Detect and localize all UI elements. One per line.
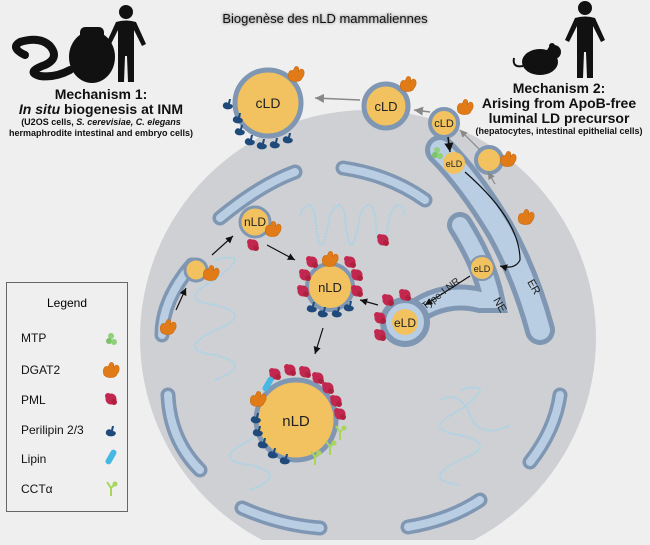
legend-item-dgat2: DGAT2 bbox=[21, 363, 60, 377]
svg-text:eLD: eLD bbox=[474, 264, 491, 274]
lipin-icon bbox=[104, 448, 118, 466]
mechanism-1-sub-line2: hermaphrodite intestinal and embryo cell… bbox=[8, 128, 194, 138]
svg-text:eLD: eLD bbox=[446, 159, 463, 169]
mechanism-1-heading-rest: biogenesis at INM bbox=[60, 101, 184, 117]
legend-label: CCTα bbox=[21, 482, 53, 496]
legend-label: PML bbox=[21, 393, 46, 407]
mechanism-1-sub-plain: (U2OS cells, bbox=[21, 117, 77, 127]
figure-title: Biogenèse des nLD mammaliennes bbox=[222, 11, 428, 26]
mechanism-2-heading-line2: Arising from ApoB-free bbox=[481, 95, 637, 111]
nld-center: nLD bbox=[297, 251, 363, 318]
human-icon bbox=[106, 5, 146, 82]
legend-item-mtp: MTP bbox=[21, 331, 46, 345]
pml-icon bbox=[105, 393, 117, 405]
worm-icon bbox=[12, 35, 74, 81]
svg-text:nLD: nLD bbox=[282, 413, 310, 430]
mechanism-1-sub-italic: S. cerevisiae, C. elegans bbox=[76, 117, 181, 127]
nld-mature: nLD bbox=[250, 364, 348, 466]
cld-small: cLD bbox=[428, 99, 474, 139]
legend-label: Perilipin 2/3 bbox=[21, 423, 84, 437]
legend-item-ccta: CCTα bbox=[21, 482, 53, 496]
nld-inm: nLD bbox=[238, 205, 282, 251]
cld-large: cLD bbox=[222, 66, 305, 150]
dgat2-icon bbox=[103, 362, 120, 378]
yeast-icon bbox=[69, 27, 115, 83]
svg-text:nLD: nLD bbox=[318, 280, 342, 295]
legend-title: Legend bbox=[46, 296, 88, 310]
ccta-icon bbox=[106, 480, 119, 497]
svg-text:cLD: cLD bbox=[374, 99, 397, 114]
legend-item-perilipin: Perilipin 2/3 bbox=[21, 423, 84, 437]
legend-item-lipin: Lipin bbox=[21, 452, 46, 466]
eld-nucleoplasmic-reticulum: eLD bbox=[374, 289, 430, 347]
eld-ne: eLD bbox=[469, 255, 495, 281]
legend-label: DGAT2 bbox=[21, 363, 61, 377]
svg-text:eLD: eLD bbox=[394, 316, 416, 330]
mechanism-2-sub: (hepatocytes, intestinal epithelial cell… bbox=[475, 126, 643, 136]
svg-text:cLD: cLD bbox=[434, 118, 454, 130]
mechanism-2-heading: Mechanism 2: bbox=[512, 80, 606, 96]
mechanism-1-heading: Mechanism 1: bbox=[54, 86, 148, 102]
human-icon-2 bbox=[565, 1, 605, 78]
inm-nascent-ld bbox=[160, 257, 220, 335]
legend: Legend MTP DGAT2 PML Perilipin 2/3 Lipin… bbox=[6, 282, 128, 512]
mouse-icon bbox=[512, 43, 561, 75]
legend-item-pml: PML bbox=[21, 393, 46, 407]
mechanism-1-italic: In situ bbox=[18, 101, 61, 117]
mtp-icon bbox=[106, 333, 117, 345]
eld-er-top: eLD bbox=[443, 152, 465, 174]
arrow bbox=[314, 93, 361, 103]
perilipin-icon bbox=[105, 426, 116, 437]
mechanism-2-heading-line3: luminal LD precursor bbox=[488, 110, 630, 126]
svg-text:nLD: nLD bbox=[244, 215, 266, 229]
mechanism-1-caption: Mechanism 1: In situ biogenesis at INM (… bbox=[2, 87, 200, 139]
cld-label: cLD bbox=[256, 95, 281, 111]
cld-medium: cLD bbox=[361, 76, 417, 131]
mechanism-2-caption: Mechanism 2: Arising from ApoB-free lumi… bbox=[468, 81, 650, 137]
legend-label: MTP bbox=[21, 331, 47, 345]
legend-label: Lipin bbox=[21, 452, 47, 466]
